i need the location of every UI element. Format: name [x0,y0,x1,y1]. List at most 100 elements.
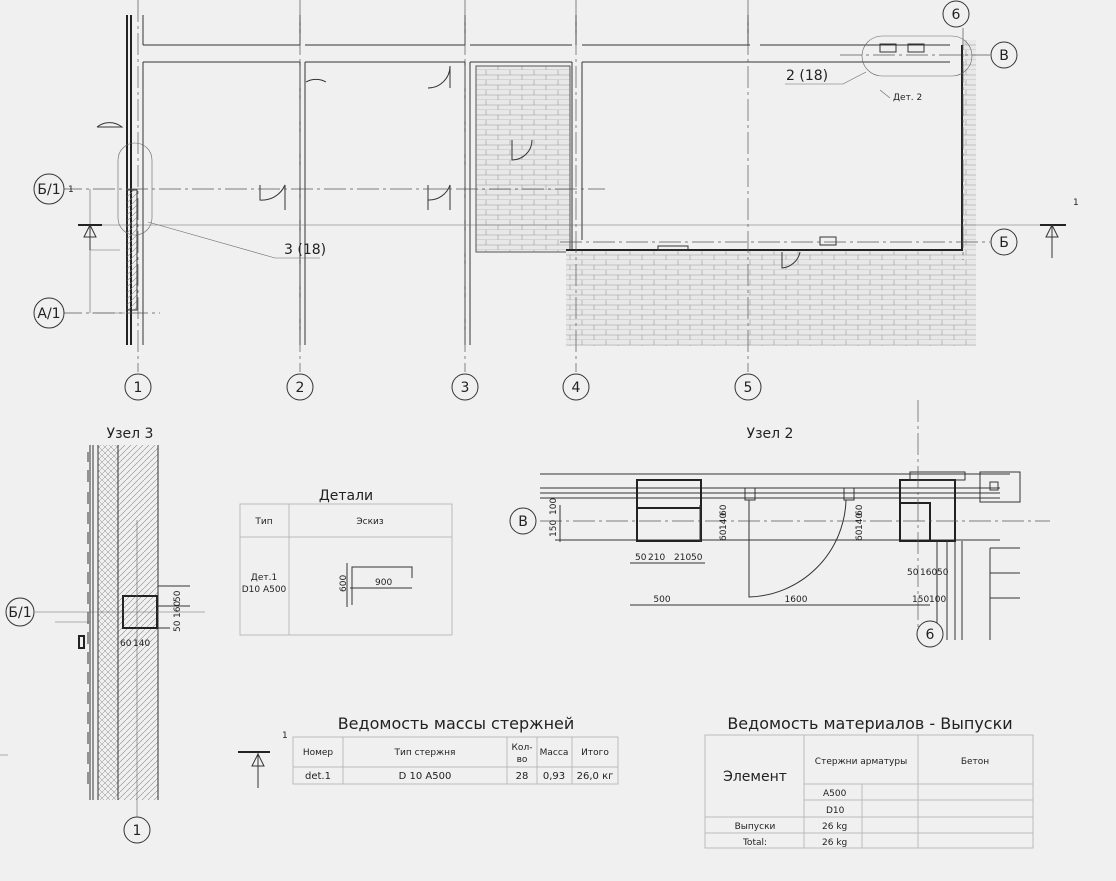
brick-wall [475,65,571,253]
drawing-label: 60 [855,504,865,516]
drawing-line [78,635,85,649]
drawing-line [240,504,452,635]
drawing-line [123,816,151,844]
drawing-label: 28 [516,771,529,782]
drawing-line [540,400,1050,640]
drawing-line [559,505,930,606]
axis-bubble-1-node3: 1 [123,816,151,844]
drawing-label: 160 [920,568,937,578]
drawing-line [879,43,897,53]
drawing-line [990,41,1018,69]
mass-schedule-title: Ведомость массы стержней [338,714,575,733]
drawing-line [734,373,762,401]
callout-node2-bubble[interactable] [861,35,973,77]
drawing-line [293,737,618,784]
drawing-label: А/1 [37,306,60,322]
drawing-label: 26 kg [822,822,847,832]
drawing-label: 60 [719,529,729,541]
drawing-line [239,503,453,636]
axis-bubble-b: Б [990,228,1018,256]
drawing-label: 1 [133,823,142,839]
section-mark-left[interactable] [78,223,102,250]
drawing-label: Элемент [723,769,787,785]
details-table: Детали Тип Эскиз Дет.1 D10 A500 900 600 [239,488,453,636]
drawing-label: Итого [581,748,609,758]
drawing-label: Тип стержня [394,748,456,758]
drawing-line [636,479,702,509]
table-row: Выпуски 26 kg [735,822,848,832]
callout-node3-label[interactable]: 3 (18) [284,242,326,258]
drawing-label: D10 A500 [242,585,287,595]
drawing-label: 150 [549,520,559,537]
drawing-line [124,373,152,401]
drawing-line [89,445,159,800]
drawing-line [657,245,689,251]
callout-node3-bubble[interactable] [117,142,153,236]
drawing-line [636,507,702,542]
callout-node2-label[interactable]: 2 (18) [786,68,828,84]
drawing-line [1045,223,1059,258]
drawing-label: 50 [173,590,183,602]
drawing-label: 160 [173,601,183,618]
drawing-label: 1 [68,185,74,195]
axis-bubble-2: 2 [286,373,314,401]
drawing-line [705,735,1033,848]
materials-schedule-title: Ведомость материалов - Выпуски [727,714,1012,733]
floor-plan: 3 (18) 2 (18) Дет. 2 1 1 1 2 3 4 5 6 Б/1… [33,0,1079,401]
drawing-label: В [518,514,528,530]
drawing-line [566,45,963,251]
drawing-line [251,752,265,788]
drawing-label: 140 [855,513,865,530]
drawing-line [509,507,537,535]
drawing-label: 50 [173,620,183,632]
drawing-line [819,236,837,246]
axis-bubble-6-node2: 6 [916,620,944,648]
drawing-label: Б/1 [37,182,60,198]
drawing-label: 600 [339,575,349,592]
drawing-label: 150 [912,595,929,605]
axis-bubble-3: 3 [451,373,479,401]
drawing-line [907,43,925,53]
drawing-label: 4 [572,380,581,396]
drawing-line [540,473,1010,541]
axis-bubble-v: В [990,41,1018,69]
node2-title: Узел 2 [747,426,794,442]
section-mark-label: 1 [1073,198,1079,208]
drawing-label: 2 [296,380,305,396]
drawing-line [899,479,956,542]
table-row: det.1 D 10 A500 28 0,93 26,0 кг [305,771,613,782]
axis-bubble-b1: Б/1 [33,173,65,205]
drawing-line [5,597,35,627]
drawing-line [879,89,891,99]
drawing-line [142,15,950,63]
section-mark-lower[interactable]: 1 [238,731,288,788]
drawing-label: 60 [719,504,729,516]
brick-area [566,250,976,346]
section-mark-right[interactable] [1040,223,1066,258]
drawing-label: Кол- [512,743,533,753]
drawing-label: Масса [540,748,569,758]
axis-bubble-6: 6 [942,0,970,28]
drawing-label: det.1 [305,771,331,782]
drawing-label: Total: [742,838,767,848]
drawing-label: Номер [303,748,334,758]
drawing-label: 210 [674,553,691,563]
drawing-label: D 10 A500 [399,771,452,782]
drawing-line [989,481,999,491]
drawing-label: 50 [937,568,949,578]
drawing-label: Бетон [961,757,989,767]
drawing-line [96,65,801,269]
drawing-line [118,445,158,800]
drawing-line [299,15,749,45]
drawing-label: 3 [461,380,470,396]
drawing-line [98,445,118,800]
drawing-label: 50 [635,553,647,563]
drawing-label: 210 [648,553,665,563]
drawing-line [909,471,966,481]
axis-bubble-v-node2: В [509,507,537,535]
node3-title: Узел 3 [107,426,154,442]
drawing-label: 60 [855,529,865,541]
drawing-line [942,0,970,28]
